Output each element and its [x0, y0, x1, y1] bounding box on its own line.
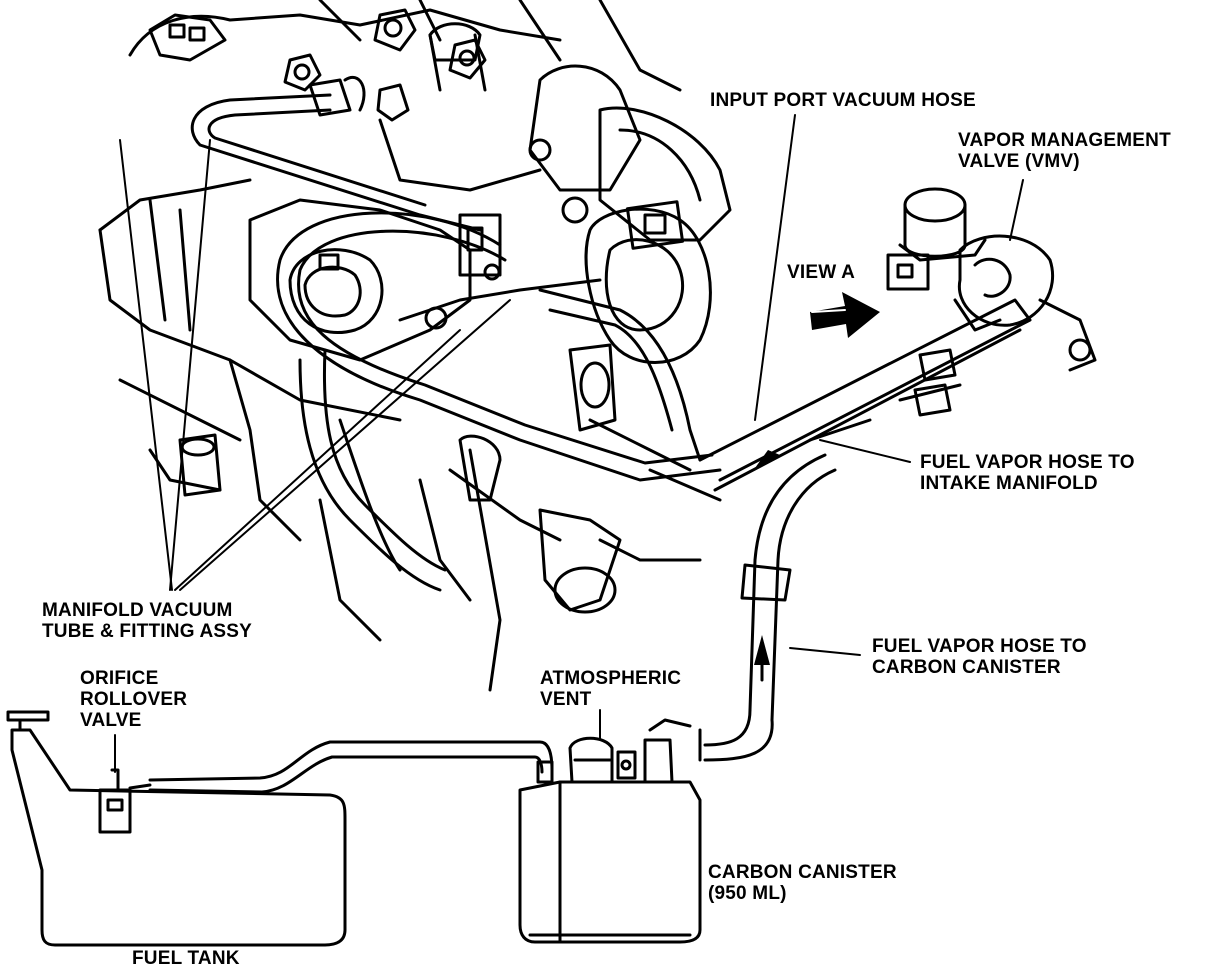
leader-lines — [114, 114, 1024, 773]
label-input-port-vacuum-hose: INPUT PORT VACUUM HOSE — [710, 90, 976, 111]
label-orifice-rollover-valve: ORIFICE ROLLOVER VALVE — [80, 668, 187, 731]
view-a-arrow — [810, 292, 880, 338]
label-manifold-vacuum-line2: TUBE & FITTING ASSY — [42, 621, 252, 642]
label-atmospheric-line1: ATMOSPHERIC — [540, 668, 682, 689]
label-orifice-line1: ORIFICE — [80, 668, 159, 689]
engine-block — [98, 0, 722, 692]
label-atmospheric-line2: VENT — [540, 689, 592, 710]
label-fuel-vapor-canister-line2: CARBON CANISTER — [872, 657, 1061, 678]
label-view-a: VIEW A — [787, 262, 856, 283]
label-atmospheric-vent: ATMOSPHERIC VENT — [540, 668, 681, 710]
label-carbon-canister-line2: (950 ML) — [708, 883, 787, 904]
label-fuel-vapor-intake-line2: INTAKE MANIFOLD — [920, 473, 1098, 494]
label-manifold-vacuum-line1: MANIFOLD VACUUM — [42, 600, 233, 621]
valve-cover — [148, 8, 487, 122]
label-vapor-management-valve: VAPOR MANAGEMENT VALVE (VMV) — [958, 130, 1171, 172]
engine-hoses — [178, 343, 622, 614]
flow-arrow-canister — [754, 635, 770, 665]
label-fuel-vapor-hose-intake: FUEL VAPOR HOSE TO INTAKE MANIFOLD — [920, 452, 1135, 494]
throttle-body — [528, 64, 732, 364]
label-vmv-line2: VALVE (VMV) — [958, 151, 1080, 172]
label-fuel-vapor-hose-canister: FUEL VAPOR HOSE TO CARBON CANISTER — [872, 636, 1087, 678]
label-carbon-canister-line1: CARBON CANISTER — [708, 862, 897, 883]
label-fuel-vapor-intake-line1: FUEL VAPOR HOSE TO — [920, 452, 1135, 473]
sensor-block — [248, 198, 502, 362]
label-vmv-line1: VAPOR MANAGEMENT — [958, 130, 1171, 151]
vmv-hoses — [698, 298, 1032, 762]
carbon-canister — [518, 718, 702, 944]
label-fuel-tank: FUEL TANK — [132, 948, 240, 969]
label-fuel-vapor-canister-line1: FUEL VAPOR HOSE TO — [872, 636, 1087, 657]
fuel-tank — [6, 710, 347, 947]
vapor-management-valve — [886, 187, 1097, 372]
label-orifice-line3: VALVE — [80, 710, 142, 731]
manifold-vacuum-tube — [190, 76, 722, 482]
flow-arrow-intake — [755, 450, 780, 468]
label-carbon-canister: CARBON CANISTER (950 ML) — [708, 862, 897, 904]
label-orifice-line2: ROLLOVER — [80, 689, 188, 710]
label-manifold-vacuum-tube: MANIFOLD VACUUM TUBE & FITTING ASSY — [42, 600, 252, 642]
vent-line — [148, 740, 554, 782]
